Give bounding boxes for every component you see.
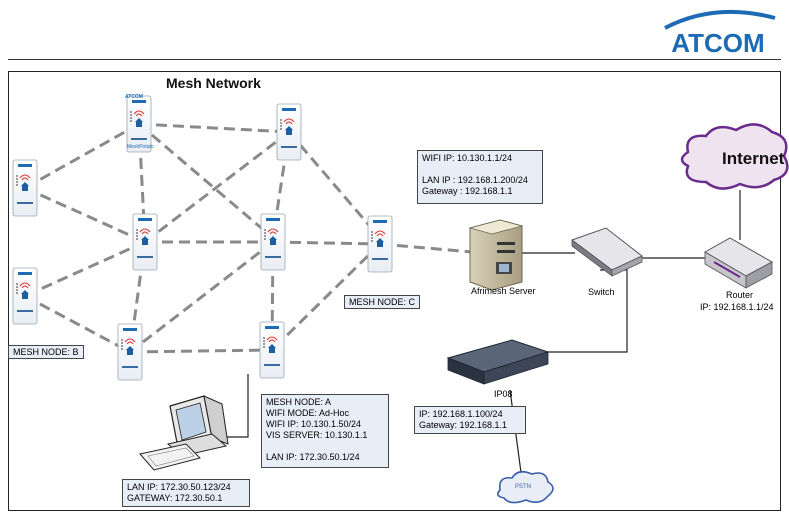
pc-info-box: LAN IP: 172.30.50.123/24 GATEWAY: 172.30… [122, 479, 250, 507]
pstn-label: PSTN [515, 484, 532, 490]
mesh-node-brand: ATCOM [125, 94, 143, 100]
mesh-node-product-label: MeshPotato [127, 144, 154, 150]
ip08-info-line: Gateway: 192.168.1.1 [419, 420, 508, 430]
router-label: Router [726, 290, 754, 300]
mesh-node-5 [260, 213, 286, 271]
server-info-box: WIFI IP: 10.130.1.1/24 LAN IP : 192.168.… [417, 150, 543, 204]
pc-info-line: LAN IP: 172.30.50.123/24 [127, 482, 231, 492]
mesh-node-b-label: MESH NODE: B [8, 345, 84, 359]
node-a-info-line: WIFI MODE: Ad-Hoc [266, 408, 350, 418]
diagram-frame [8, 71, 781, 511]
mesh-node-c-label: MESH NODE: C [344, 295, 421, 309]
router-ip-label: IP: 192.168.1.1/24 [700, 302, 774, 312]
node-a-info-line: WIFI IP: 10.130.1.50/24 [266, 419, 362, 429]
mesh-node-4 [132, 213, 158, 271]
pc-info-line: GATEWAY: 172.30.50.1 [127, 493, 223, 503]
server-icon [468, 219, 524, 291]
mesh-node-3 [12, 159, 38, 217]
atcom-logo: ATCOM [664, 9, 776, 56]
mesh-node-b [12, 267, 38, 325]
afrimesh-server-label: Afrimesh Server [471, 286, 536, 296]
mesh-links [24, 122, 473, 354]
ip08-label: IP08 [494, 389, 513, 399]
server-info-line [422, 164, 538, 175]
switch-icon [570, 227, 643, 277]
pstn-cloud-icon [496, 470, 554, 504]
ip08-device-icon [446, 339, 550, 385]
server-info-line: LAN IP : 192.168.1.200/24 [422, 175, 528, 185]
router-icon [703, 237, 774, 289]
computer-icon [139, 395, 229, 471]
mesh-node-c [367, 215, 393, 273]
node-a-info-line: LAN IP: 172.30.50.1/24 [266, 452, 360, 462]
switch-label: Switch [588, 287, 615, 297]
server-info-line: Gateway : 192.168.1.1 [422, 186, 513, 196]
diagram-title: Mesh Network [166, 75, 261, 91]
ip08-info-line: IP: 192.168.1.100/24 [419, 409, 503, 419]
mesh-node-6 [117, 323, 143, 381]
svg-text:ATCOM: ATCOM [671, 28, 764, 56]
server-info-line: WIFI IP: 10.130.1.1/24 [422, 153, 513, 163]
node-a-info-line: VIS SERVER: 10.130.1.1 [266, 430, 368, 440]
node-a-info-line: MESH NODE: A [266, 397, 332, 407]
ip08-info-box: IP: 192.168.1.100/24 Gateway: 192.168.1.… [414, 406, 526, 434]
internet-label: Internet [722, 149, 785, 168]
mesh-node-a-info-box: MESH NODE: A WIFI MODE: Ad-Hoc WIFI IP: … [261, 394, 389, 468]
internet-cloud-icon [680, 123, 789, 190]
node-a-info-line [266, 441, 384, 452]
header-rule [8, 59, 781, 60]
mesh-node-2 [276, 103, 302, 161]
mesh-node-a [259, 321, 285, 379]
